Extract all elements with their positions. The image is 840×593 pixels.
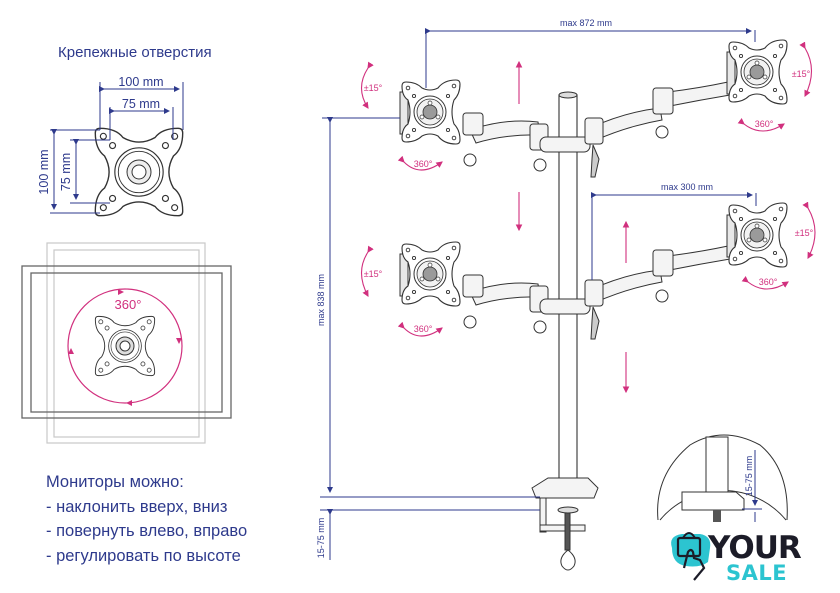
tilt-label-bottom-right: ±15° (795, 228, 814, 238)
arm-top-left (462, 112, 600, 178)
rotation-circle (67, 288, 183, 404)
monitor-head-bottom-right (726, 202, 788, 268)
dim-v-inner: 75 mm (59, 153, 73, 191)
tilt-label-top-left: ±15° (364, 83, 383, 93)
desk-clamp (531, 477, 599, 571)
max-width-label: max 872 mm (560, 18, 612, 28)
logo-line2: SALE (726, 561, 788, 585)
rotation-arcs (397, 118, 789, 337)
your-sale-logo: YOUR SALE (668, 528, 808, 586)
tilt-label-bottom-left: ±15° (364, 269, 383, 279)
dim-h-outer: 100 mm (118, 75, 163, 89)
arm-bottom-left (462, 274, 600, 340)
support-pole (558, 91, 578, 498)
dim-h-inner: 75 mm (122, 97, 160, 111)
arm-bottom-right (584, 245, 731, 307)
monitor-head-top-left (399, 79, 461, 145)
max-height-label: max 838 mm (316, 274, 326, 326)
clamp-detail-inset (657, 434, 788, 522)
arm-top-right (584, 81, 731, 145)
desk-thickness-label: 15-75 mm (316, 518, 326, 559)
rotation-label-top-right: 360° (755, 119, 774, 129)
tilt-label-top-right: ±15° (792, 69, 811, 79)
max-arm-label: max 300 mm (661, 182, 713, 192)
monitor-rotation-view (21, 242, 232, 444)
rotation-label: 360° (115, 297, 142, 312)
feature-item: - повернуть влево, вправо (46, 522, 248, 540)
rotation-label-top-left: 360° (414, 159, 433, 169)
features-heading: Мониторы можно: (46, 473, 184, 491)
dimension-lines-holes (50, 82, 184, 214)
monitor-head-top-right (726, 39, 788, 105)
inset-desk-thickness-label: 15-75 mm (744, 456, 754, 497)
dimension-lines-main (320, 28, 757, 560)
mounting-holes-title: Крепежные отверстия (58, 44, 212, 61)
rotation-label-bottom-right: 360° (759, 277, 778, 287)
dim-v-outer: 100 mm (37, 149, 51, 194)
vesa-plate-detail (94, 127, 184, 217)
tilt-arcs (360, 41, 816, 297)
feature-item: - наклонить вверх, вниз (46, 497, 228, 516)
logo-line1: YOUR (708, 530, 802, 566)
height-adjust-arrows (515, 60, 630, 394)
logo-bag-icon (671, 532, 711, 581)
features-list: Мониторы можно: - наклонить вверх, вниз … (46, 470, 247, 568)
monitor-head-bottom-left (399, 241, 461, 307)
feature-item: - регулировать по высоте (46, 546, 241, 565)
rotation-label-bottom-left: 360° (414, 324, 433, 334)
